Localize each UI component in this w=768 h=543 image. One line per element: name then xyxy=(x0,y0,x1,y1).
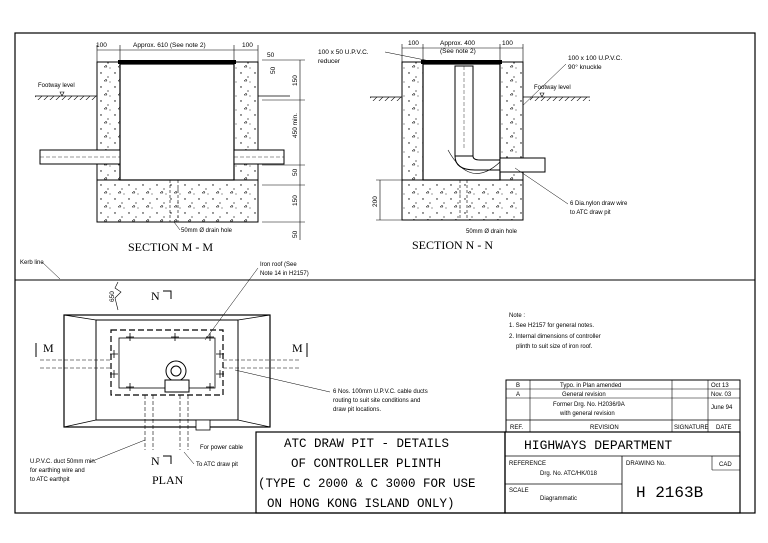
plan-m-left: M xyxy=(43,341,54,355)
rev-head-ref: REF. xyxy=(510,425,523,431)
plan-kerb-label: Kerb line xyxy=(20,260,44,266)
mm-dim-50-bot: 50 xyxy=(292,230,299,238)
plan-upvc-line3: to ATC earthpit xyxy=(30,477,70,483)
title-line1: ATC DRAW PIT - DETAILS xyxy=(284,437,449,451)
plan-m-right: M xyxy=(292,341,303,355)
nn-reducer-line2: reducer xyxy=(318,58,341,65)
reference-value: Drg. No. ATC/HK/018 xyxy=(540,471,598,477)
plan-to-atc: To ATC draw pit xyxy=(196,462,238,468)
nn-knuckle-line2: 90° knuckle xyxy=(568,63,602,71)
nn-dim-approx: Approx. 400 xyxy=(440,40,475,47)
nn-dim-100-left: 100 xyxy=(408,40,419,47)
plan-ducts-line3: draw pit locations. xyxy=(333,407,381,413)
rev-row1-date: Nov. 03 xyxy=(711,392,732,398)
drawing-number: H 2163B xyxy=(636,484,703,502)
plan-iron-roof-line2: Note 14 in H2157) xyxy=(260,271,309,277)
notes-heading: Note : xyxy=(509,313,525,319)
scale-label: SCALE xyxy=(509,488,529,494)
mm-footway-label: Footway level xyxy=(38,83,75,89)
plan-ducts-line1: 6 Nos. 100mm U.P.V.C. cable ducts xyxy=(333,389,428,395)
notes-n1: 1. See H2157 for general notes. xyxy=(509,323,594,329)
plan-n-top: N xyxy=(151,289,160,303)
plan-iron-roof-line1: Iron roof (See xyxy=(260,262,297,268)
rev-row3-revision: with general revision xyxy=(559,411,615,417)
mm-dim-150: 150 xyxy=(292,75,299,86)
rev-head-signature: SIGNATURE xyxy=(674,425,709,431)
rev-head-date: DATE xyxy=(716,425,732,431)
notes: Note : 1. See H2157 for general notes. 2… xyxy=(509,313,601,350)
nn-dim-100-right: 100 xyxy=(502,40,513,47)
mm-dim-100-right: 100 xyxy=(242,42,253,49)
mm-dim-50-top: 50 xyxy=(267,52,275,59)
nn-dim-note: (See note 2) xyxy=(440,48,476,55)
mm-dim-approx: Approx. 610 (See note 2) xyxy=(133,42,206,49)
plan-power-cable: For power cable xyxy=(200,445,244,451)
mm-dim-450: 450 min. xyxy=(292,113,299,138)
nn-knuckle-line1: 100 x 100 U.P.V.C. xyxy=(568,55,622,62)
nn-footway-label: Footway level xyxy=(534,85,571,91)
nn-dim-200: 200 xyxy=(372,196,379,207)
mm-dim-50-mid: 50 xyxy=(292,168,299,176)
rev-head-revision: REVISION xyxy=(590,425,619,431)
section-nn: 100 Approx. 400 (See note 2) 100 100 x 5… xyxy=(318,40,628,252)
title-block: ATC DRAW PIT - DETAILS OF CONTROLLER PLI… xyxy=(255,431,741,514)
plan-ducts-line2: routing to suit site conditions and xyxy=(333,398,420,404)
nn-drawwire-line2: to ATC draw pit xyxy=(570,210,611,216)
mm-drain-label: 50mm Ø drain hole xyxy=(181,228,233,234)
notes-n2b: plinth to suit size of iron roof. xyxy=(516,344,593,350)
rev-row0-date: Oct 13 xyxy=(711,383,729,389)
reference-label: REFERENCE xyxy=(509,461,546,467)
title-line3: (TYPE C 2000 & C 3000 FOR USE xyxy=(258,477,476,491)
plan-n-bottom: N xyxy=(151,454,160,468)
rev-row2-date: June 94 xyxy=(711,405,733,411)
department-name: HIGHWAYS DEPARTMENT xyxy=(524,438,672,453)
nn-reducer-line1: 100 x 50 U.P.V.C. xyxy=(318,49,369,56)
rev-row1-ref: A xyxy=(516,392,520,398)
nn-drain-label: 50mm Ø drain hole xyxy=(466,229,518,235)
plan-view: Kerb line 650 N Iron roof (See Note 14 i… xyxy=(20,260,428,487)
drawing-no-label: DRAWING No. xyxy=(626,461,666,467)
plan-upvc-line1: U.P.V.C. duct 50mm min. xyxy=(30,459,97,465)
section-mm: 100 Approx. 610 (See note 2) 100 50 50 1… xyxy=(35,42,305,254)
plan-title: PLAN xyxy=(152,473,184,487)
rev-row0-ref: B xyxy=(516,383,520,389)
plan-dim-650: 650 xyxy=(109,291,116,302)
rev-row2-revision: Former Drg. No. H2036/9A xyxy=(553,402,625,408)
cad-label: CAD xyxy=(719,462,732,468)
mm-dim-150b: 150 xyxy=(292,195,299,206)
revision-table: B Typo. in Plan amended Oct 13 A General… xyxy=(505,379,741,433)
rev-row1-revision: General revision xyxy=(562,392,606,398)
rev-row0-revision: Typo. in Plan amended xyxy=(560,383,621,389)
title-line2: OF CONTROLLER PLINTH xyxy=(291,457,441,471)
mm-title: SECTION M - M xyxy=(128,240,213,254)
mm-dim-100-left: 100 xyxy=(96,42,107,49)
plan-upvc-line2: for earthing wire and xyxy=(30,468,85,474)
title-line4: ON HONG KONG ISLAND ONLY) xyxy=(267,497,455,511)
mm-dim-50-side: 50 xyxy=(270,66,277,74)
notes-n2a: 2. Internal dimensions of controller xyxy=(509,334,601,340)
nn-drawwire-line1: 6 Dia.nylon draw wire xyxy=(570,201,628,207)
nn-title: SECTION N - N xyxy=(412,238,493,252)
scale-value: Diagrammatic xyxy=(540,496,577,502)
